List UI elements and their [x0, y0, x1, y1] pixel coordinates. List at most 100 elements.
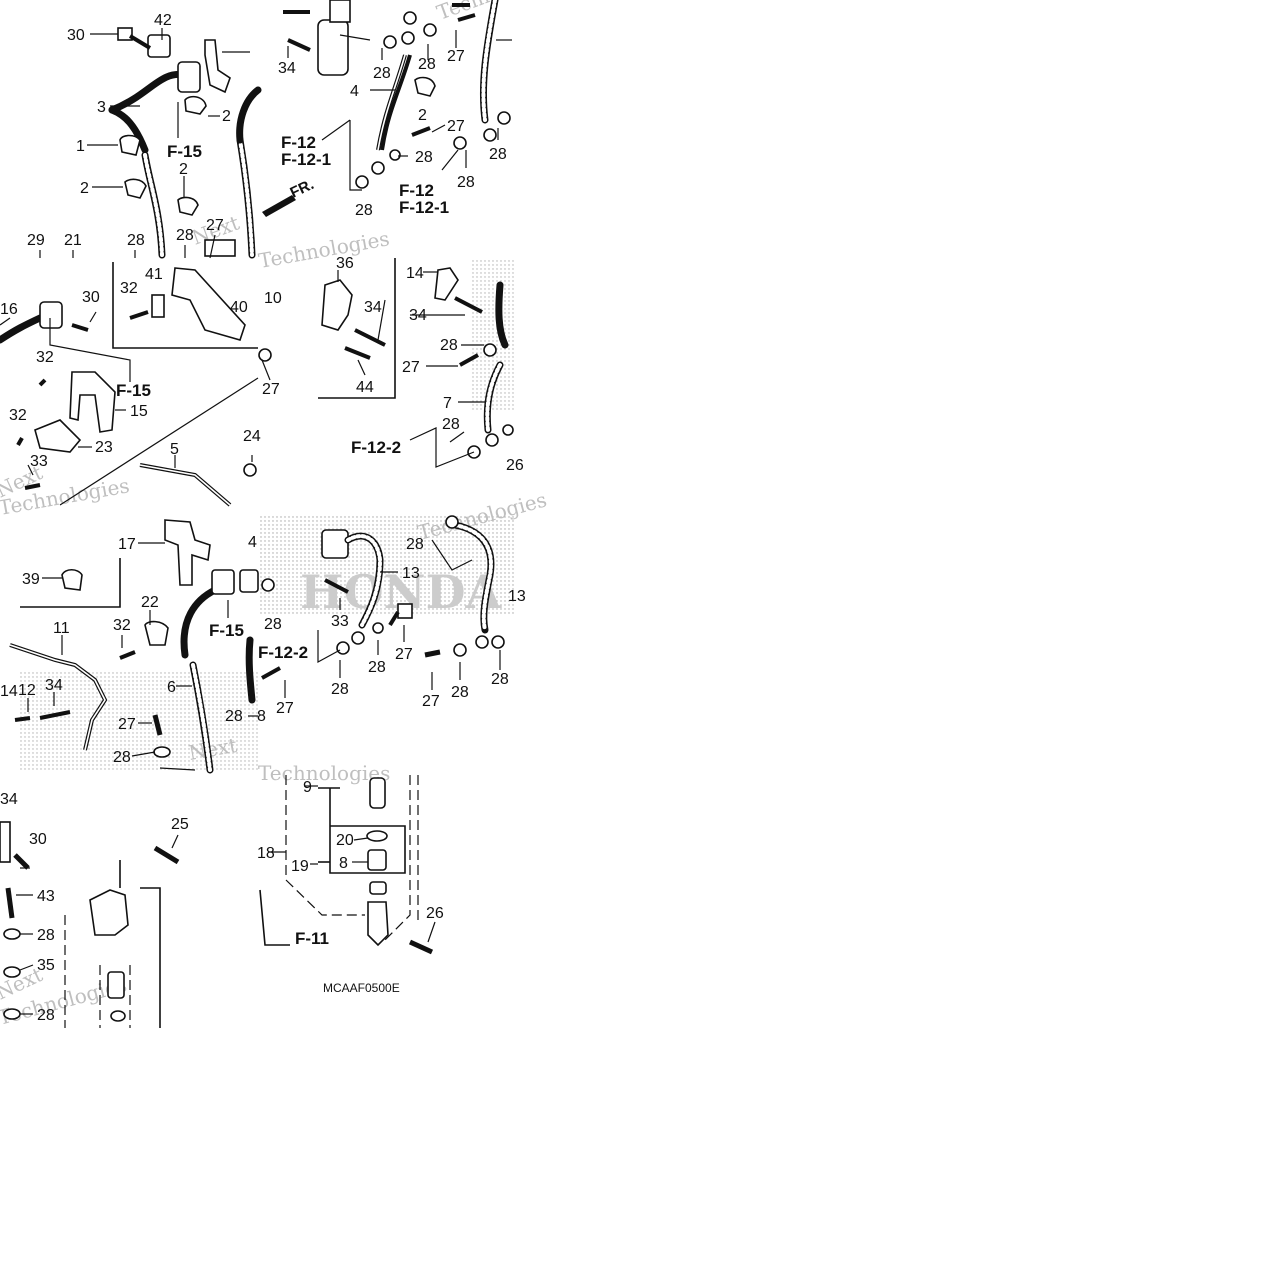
callout-8: 8 [257, 708, 266, 725]
callout-36: 35 [37, 957, 55, 974]
callout-9: 9 [303, 779, 312, 796]
callout-28: 28 [331, 681, 349, 698]
callout-28: 28 [37, 927, 55, 944]
callout-5: 5 [170, 441, 179, 458]
callout-2: 2 [179, 161, 188, 178]
callout-32: 32 [120, 280, 138, 297]
callout-27: 27 [447, 48, 465, 65]
callout-22: 22 [141, 594, 159, 611]
callout-28: 28 [127, 232, 145, 249]
ref-f12-1-b[interactable]: F-12-1 [399, 198, 449, 217]
callout-28: 28 [440, 337, 458, 354]
clamp-bracket [147, 34, 171, 58]
callout-40: 39 [22, 571, 40, 588]
callout-26: 26 [426, 905, 444, 922]
callout-35: 34 [409, 307, 427, 324]
callout-26: 26 [506, 457, 524, 474]
tile-rear-right-hose [318, 258, 514, 468]
ref-f12-a[interactable]: F-12 [281, 133, 316, 152]
callout-27: 27 [206, 217, 224, 234]
ref-f12-b[interactable]: F-12 [399, 181, 434, 200]
callout-28: 28 [491, 671, 509, 688]
callout-10: 10 [264, 290, 282, 307]
ref-f12-2-a[interactable]: F-12-2 [351, 438, 401, 457]
ref-f15-a[interactable]: F-15 [167, 142, 202, 161]
callout-27: 27 [447, 118, 465, 135]
callout-24: 24 [243, 428, 261, 445]
callout-32: 32 [113, 617, 131, 634]
callout-27: 27 [276, 700, 294, 717]
callout-13: 13 [402, 565, 420, 582]
callout-2: 2 [222, 108, 231, 125]
tile-proportioning-valve [0, 821, 180, 1028]
callout-11: 11 [53, 620, 70, 637]
callout-19: 19 [291, 858, 309, 875]
callout-12: 12 [18, 682, 36, 699]
callout-43: 43 [37, 888, 55, 905]
tile-front-left-hose: FR. [87, 27, 317, 259]
watermark-tech-1: Technologies [257, 226, 392, 273]
callout-2: 2 [80, 180, 89, 197]
clip-41 [151, 294, 165, 318]
clamp-40 [61, 568, 83, 591]
callout-39: 40 [230, 299, 248, 316]
callout-21: 21 [64, 232, 82, 249]
drawing-code: MCAAF0500E [323, 981, 400, 995]
callout-23: 23 [95, 439, 113, 456]
callout-7: 7 [443, 395, 452, 412]
callout-28: 28 [442, 416, 460, 433]
callout-18: 18 [257, 845, 275, 862]
callout-6: 6 [167, 679, 176, 696]
callout-28: 28 [355, 202, 373, 219]
callout-30: 30 [82, 289, 100, 306]
tile-rear-hose-assembly [9, 519, 259, 774]
ref-f11[interactable]: F-11 [295, 929, 329, 948]
tile-valve-detail [259, 775, 436, 955]
callout-13: 13 [508, 588, 526, 605]
junction-block [317, 19, 349, 76]
callout-14: 14 [0, 683, 18, 700]
callout-4: 4 [350, 83, 359, 100]
callout-numbers: 30 42 3 2 1 2 2 27 29 21 28 28 34 28 28 … [0, 12, 526, 1024]
ref-f15-c[interactable]: F-15 [209, 621, 244, 640]
callout-25: 25 [171, 816, 189, 833]
callout-28: 28 [113, 749, 131, 766]
clip [184, 95, 207, 115]
reference-labels[interactable]: F-15 F-15 F-15 F-12 F-12-1 F-12 F-12-1 F… [116, 130, 449, 948]
callout-14: 14 [406, 265, 424, 282]
callout-35: 34 [364, 299, 382, 316]
bracket [204, 239, 236, 257]
ref-f12-2-b[interactable]: F-12-2 [258, 643, 308, 662]
callout-31: 30 [67, 27, 85, 44]
callout-44: 44 [356, 379, 374, 396]
fr-arrow [262, 195, 296, 217]
bracket-38 [321, 279, 353, 331]
callout-29: 29 [27, 232, 45, 249]
hose-fitting [177, 61, 201, 93]
callout-3: 3 [97, 99, 106, 116]
callout-35: 34 [0, 791, 18, 808]
valve-body [89, 889, 129, 936]
callout-28: 28 [406, 536, 424, 553]
callout-8: 8 [339, 855, 348, 872]
bracket-23 [34, 419, 82, 453]
callout-15: 15 [130, 403, 148, 420]
callout-28: 28 [264, 616, 282, 633]
bracket-14 [434, 267, 459, 301]
callout-28: 28 [373, 65, 391, 82]
callout-27: 27 [402, 359, 420, 376]
bracket-39 [171, 267, 246, 341]
tile-rear-left-hose [0, 234, 272, 507]
callout-27: 27 [422, 693, 440, 710]
callout-28: 28 [457, 174, 475, 191]
ref-f12-1-a[interactable]: F-12-1 [281, 150, 331, 169]
callout-28: 28 [225, 708, 243, 725]
bracket [204, 39, 231, 94]
clip [124, 178, 147, 199]
callout-28: 28 [37, 1007, 55, 1024]
ref-f15-b[interactable]: F-15 [116, 381, 151, 400]
callout-32: 32 [9, 407, 27, 424]
tile-rear-caliper-hose [261, 515, 505, 698]
